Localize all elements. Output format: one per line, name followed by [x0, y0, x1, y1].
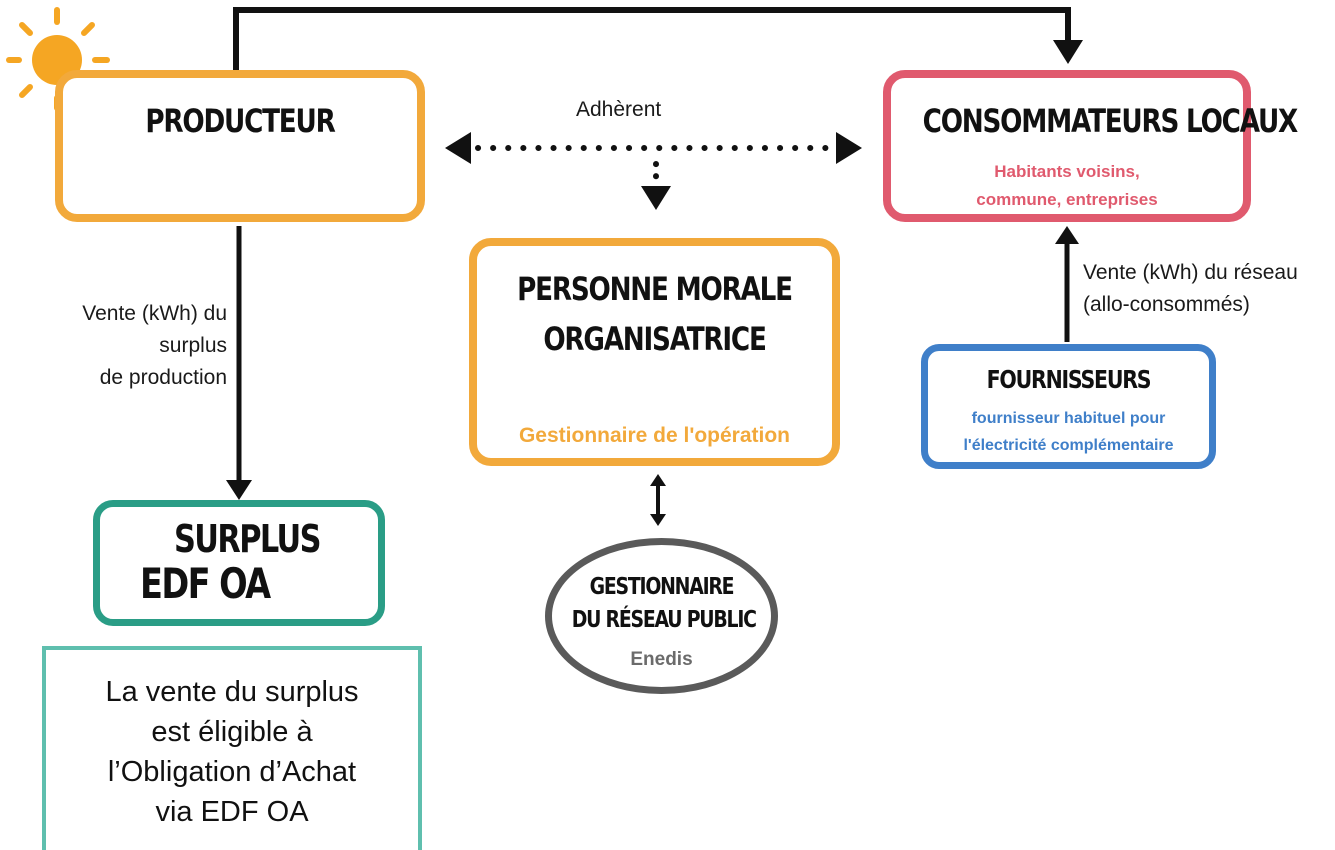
vente-reseau-label: Vente (kWh) du réseau (allo-consommés) [1083, 257, 1298, 321]
vente-reseau-line-2: (allo-consommés) [1083, 293, 1250, 316]
gestionnaire-title-line-2: DU RÉSEAU PUBLIC [571, 607, 757, 633]
surplus-title-line-1: SURPLUS [174, 517, 322, 561]
surplus-box: SURPLUS EDF OA [93, 500, 385, 626]
arrow-pmo-gestionnaire-double [650, 474, 666, 526]
vente-surplus-line-2: surplus [159, 334, 227, 357]
pmo-title-line-1: PERSONNE MORALE [517, 270, 793, 308]
pmo-box: PERSONNE MORALE ORGANISATRICE Gestionnai… [469, 238, 840, 466]
vente-surplus-line-1: Vente (kWh) du [82, 302, 227, 325]
pmo-subtitle: Gestionnaire de l'opération [518, 424, 791, 447]
arrow-producteur-to-consommateurs [233, 7, 1083, 70]
consommateurs-subtitle-line-2: commune, entreprises [976, 190, 1158, 209]
vente-reseau-line-1: Vente (kWh) du réseau [1083, 261, 1298, 284]
vente-surplus-line-3: de production [99, 366, 227, 389]
fournisseurs-subtitle-line-1: fournisseur habituel pour [971, 410, 1166, 427]
adherent-label: Adhèrent [576, 98, 662, 121]
fournisseurs-title: FOURNISSEURS [986, 365, 1152, 394]
fournisseurs-box: FOURNISSEURS fournisseur habituel pour l… [921, 344, 1216, 469]
note-text: La vente du surplus est éligible à l’Obl… [105, 676, 359, 828]
arrow-fournisseurs-to-consommateurs [1055, 226, 1079, 342]
consommateurs-subtitle-line-1: Habitants voisins, [994, 162, 1140, 181]
consommateurs-box: CONSOMMATEURS LOCAUX Habitants voisins, … [883, 70, 1299, 222]
producteur-title: PRODUCTEUR [145, 102, 335, 140]
producteur-box: PRODUCTEUR [55, 70, 425, 222]
gestionnaire-title-line-1: GESTIONNAIRE [589, 574, 735, 600]
vente-surplus-label: Vente (kWh) du surplus de production [82, 298, 227, 394]
fournisseurs-subtitle: fournisseur habituel pour l'électricité … [928, 405, 1209, 459]
pmo-title-line-2: ORGANISATRICE [543, 320, 767, 358]
gestionnaire-reseau-ellipse: GESTIONNAIRE DU RÉSEAU PUBLIC Enedis [545, 538, 778, 694]
arrow-adherent-dotted [445, 132, 862, 210]
note-box: La vente du surplus est éligible à l’Obl… [42, 646, 422, 850]
consommateurs-subtitle: Habitants voisins, commune, entreprises [891, 158, 1243, 214]
pmo-title: PERSONNE MORALE ORGANISATRICE [509, 264, 800, 364]
gestionnaire-subtitle: Enedis [630, 649, 693, 670]
consommateurs-title: CONSOMMATEURS LOCAUX [922, 102, 1299, 140]
surplus-title-line-2: EDF OA [140, 559, 271, 608]
gestionnaire-title: GESTIONNAIRE DU RÉSEAU PUBLIC [571, 571, 757, 637]
fournisseurs-subtitle-line-2: l'électricité complémentaire [963, 437, 1174, 454]
arrow-producteur-to-surplus [226, 226, 252, 500]
